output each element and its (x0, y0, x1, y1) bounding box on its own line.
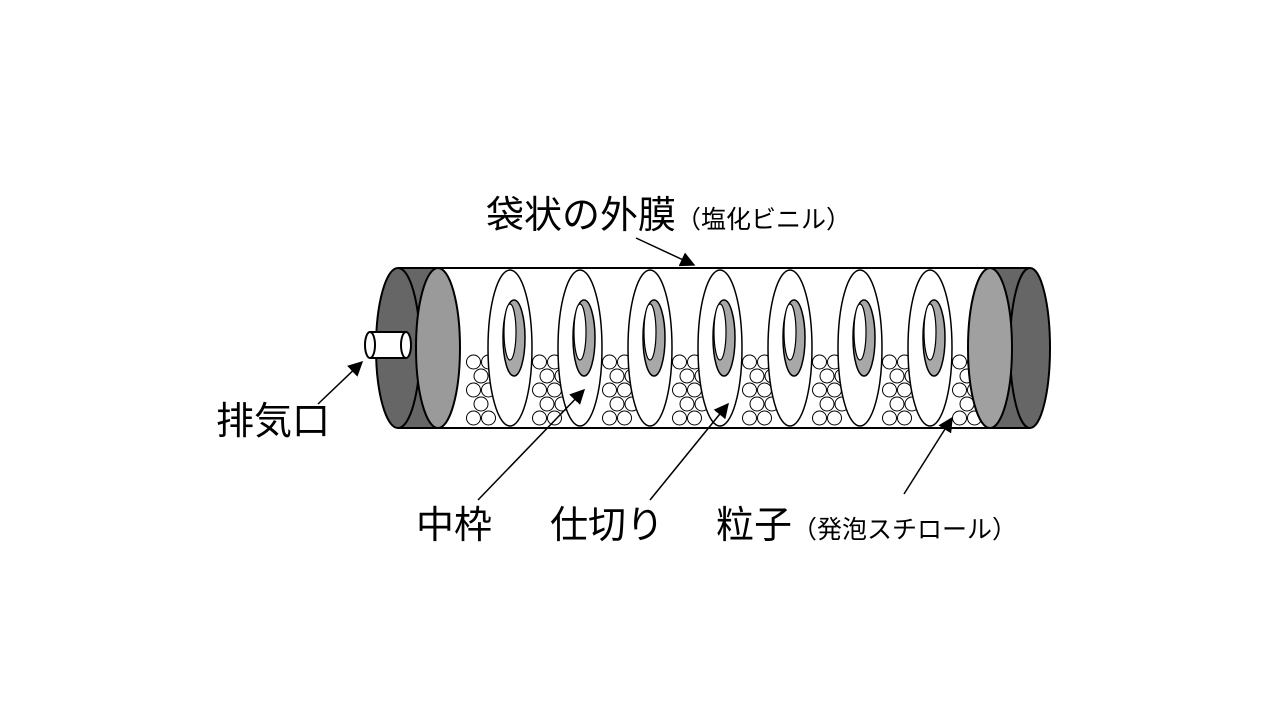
particle (742, 382, 757, 398)
particle (602, 410, 617, 426)
particle (812, 382, 827, 398)
core-frame-label: 中枠 (416, 503, 493, 547)
core-frame-hole (783, 303, 797, 361)
exhaust-port-nozzle (364, 331, 412, 359)
partition-label: 仕切り (550, 503, 665, 547)
particle (672, 354, 687, 370)
partition-5 (767, 269, 813, 427)
particle (473, 396, 489, 412)
particle (539, 396, 555, 412)
particle (672, 410, 687, 426)
particle (539, 368, 555, 384)
particles-label: 粒子（発泡スチロール） (716, 506, 1017, 544)
particle (897, 410, 912, 426)
particle (742, 410, 757, 426)
particle (617, 382, 632, 398)
particle (819, 396, 835, 412)
partition-2 (557, 269, 603, 427)
particles-material-text: （発泡スチロール） (792, 515, 1018, 544)
particle (532, 410, 547, 426)
outer-film-text: 袋状の外膜 (486, 193, 677, 237)
particle (757, 410, 772, 426)
particle-group (466, 354, 982, 426)
partition-group (487, 269, 953, 427)
particle (532, 382, 547, 398)
partition-1 (487, 269, 533, 427)
particle (602, 382, 617, 398)
particle (819, 368, 835, 384)
particle (889, 396, 905, 412)
core-frame-hole (503, 303, 517, 361)
partition-arrow (649, 402, 729, 501)
partition-6 (837, 269, 883, 427)
particle (609, 368, 625, 384)
particle (679, 396, 695, 412)
partition-3 (627, 269, 673, 427)
particle (687, 382, 702, 398)
outer-film-label: 袋状の外膜（塩化ビニル） (486, 196, 851, 234)
particle (473, 368, 489, 384)
exhaust-port-label: 排気口 (216, 399, 331, 443)
partition-4 (697, 269, 743, 427)
particle (882, 410, 897, 426)
particle (827, 382, 842, 398)
exhaust-port-arrow (317, 360, 364, 405)
core-frame-hole (643, 303, 657, 361)
particle (952, 354, 967, 370)
particle (679, 368, 695, 384)
left-end-cap (375, 267, 461, 429)
particle (481, 410, 496, 426)
particle (547, 410, 562, 426)
particle (609, 396, 625, 412)
particle (959, 396, 975, 412)
particle (749, 396, 765, 412)
particle (687, 410, 702, 426)
outer-film-material-text: （塩化ビニル） (676, 205, 852, 234)
particle (532, 354, 547, 370)
particle (749, 368, 765, 384)
particle (672, 382, 687, 398)
particle (466, 354, 481, 370)
particle (889, 368, 905, 384)
partition-7 (907, 269, 953, 427)
core-frame-hole (853, 303, 867, 361)
particle (882, 354, 897, 370)
core-frame-hole (573, 303, 587, 361)
core-frame-hole (923, 303, 937, 361)
particle (952, 410, 967, 426)
particle (812, 354, 827, 370)
particle (602, 354, 617, 370)
right-end-cap (967, 267, 1051, 429)
particle (547, 382, 562, 398)
particle (827, 410, 842, 426)
particle (897, 382, 912, 398)
particle (466, 382, 481, 398)
particle (757, 382, 772, 398)
particle (617, 410, 632, 426)
particle (812, 410, 827, 426)
particle (952, 382, 967, 398)
outer-film-arrow (635, 237, 696, 267)
particle (466, 410, 481, 426)
particles-arrow (903, 416, 953, 495)
particles-text: 粒子 (716, 503, 793, 547)
particle (882, 382, 897, 398)
core-frame-arrow (477, 388, 586, 501)
core-frame-hole (713, 303, 727, 361)
particle (742, 354, 757, 370)
